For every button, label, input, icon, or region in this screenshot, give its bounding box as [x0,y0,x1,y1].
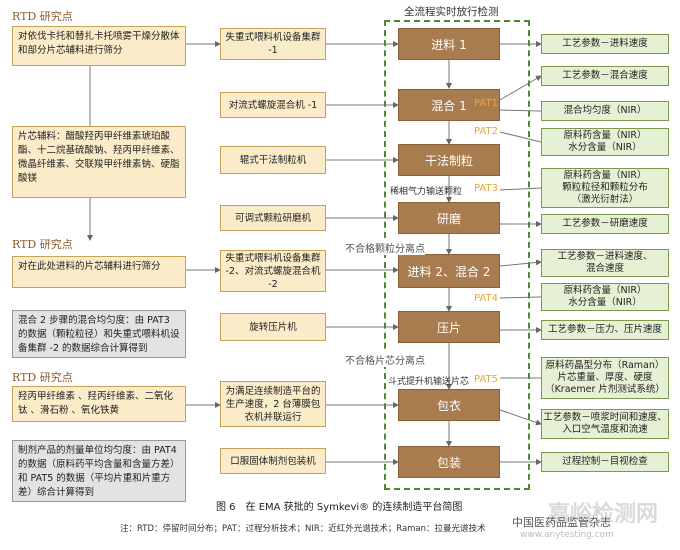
bucket-elevator-label: 斗式提升机输送片芯 [388,377,470,387]
convective-mixer-1: 对流式螺旋混合机 -1 [220,92,326,118]
process-control-visual: 过程控制－目视检查 [541,452,669,472]
step-packaging: 包装 [398,446,500,478]
rtd-label-2: RTD 研究点 [12,238,73,251]
param-feed-rate-1: 工艺参数－进料速度 [541,34,669,54]
roller-compactor: 辊式干法制粒机 [220,146,326,174]
dose-uniformity-note: 制剂产品的剂量单位均匀度：由 PAT4 的数据（原料药平均含量和含量方差）和 P… [12,440,186,502]
param-press-force-speed: 工艺参数－压力、压片速度 [541,320,669,340]
rtd-label-1: RTD 研究点 [12,10,73,23]
param-feed-mix-2: 工艺参数－进料速度、 混合速度 [541,249,669,277]
feeder-cluster-1: 失重式喂料机设备集群 -1 [220,28,326,60]
step-feed-blend-2: 进料 2、混合 2 [398,254,500,288]
watermark-main: 嘉峪检测网 [548,502,659,527]
feeder-cluster-2-mixer-2: 失重式喂料机设备集群 -2、对流式螺旋混合机 -2 [220,250,326,292]
frame-title: 全流程实时放行检测 [404,6,499,18]
pat2-content-moisture: 原料药含量（NIR） 水分含量（NIR） [541,128,669,156]
pat3-label: PAT3 [474,183,498,194]
pat3-content-particle-size: 原料药含量（NIR） 颗粒粒径和颗粒分布 （激光衍射法） [541,168,669,208]
step-dry-granulation: 干法制粒 [398,144,500,176]
rtd-label-3: RTD 研究点 [12,371,73,384]
pneumatic-transport-label: 稀相气力输送颗粒 [390,187,463,197]
step-blend-1: 混合 1 [398,89,500,121]
coating-materials-box: 羟丙甲纤维素 、羟丙纤维素、二氧化钛 、滑石粉 、氧化铁黄 [12,386,186,422]
realtime-release-frame [384,20,530,490]
packaging-machine: 口服固体制剂包装机 [220,448,326,474]
footnote: 注：RTD：停留时间分布；PAT：过程分析技术；NIR：近红外光谱技术；Rama… [120,524,486,534]
rotary-tablet-press: 旋转压片机 [220,313,326,341]
param-coating-spray-air: 工艺参数－喷浆时间和速度、入口空气温度和流速 [541,409,669,439]
film-coaters: 为满足连续制造平台的生产速度，2 台薄膜包衣机并联运行 [220,381,326,427]
tablet-reject-label: 不合格片芯分离点 [345,352,425,367]
granule-mill: 可调式颗粒研磨机 [220,205,326,231]
pat5-label: PAT5 [474,374,498,385]
sieving-box-2: 对在此处进料的片芯辅料进行筛分 [12,256,186,288]
step-compression: 压片 [398,311,500,343]
step-milling: 研磨 [398,202,500,234]
pat5-polymorph-tablet-test: 原料药晶型分布（Raman） 片芯重量、厚度、硬度 （Kraemer 片剂测试系… [541,357,669,399]
blend-uniformity-note: 混合 2 步骤的混合均匀度：由 PAT3 的数据（颗粒粒径）和失重式喂料机设备集… [12,310,186,358]
pat2-label: PAT2 [474,126,498,137]
figure-caption: 图 6 在 EMA 获批的 Symkevi® 的连续制造平台简图 [216,502,463,513]
core-excipients-box: 片芯辅料：醋酸羟丙甲纤维素琥珀酸酯、十二烷基硫酸钠、羟丙甲纤维素、微晶纤维素、交… [12,126,186,198]
watermark-url: www.anytesting.com [520,530,614,540]
sieving-box-1: 对依伐卡托和替扎卡托喷雾干燥分散体和部分片芯辅料进行筛分 [12,26,186,66]
pat1-blend-uniformity: 混合均匀度（NIR） [541,101,669,121]
watermark-brand: 中国医药品监管杂志 [512,516,611,529]
step-feed-1: 进料 1 [398,28,500,60]
pat4-content-moisture: 原料药含量（NIR） 水分含量（NIR） [541,283,669,311]
step-coating: 包衣 [398,389,500,421]
pat4-label: PAT4 [474,293,498,304]
granule-reject-label: 不合格颗粒分离点 [345,240,425,255]
pat1-label: PAT1 [474,98,498,109]
param-mix-speed-1: 工艺参数－混合速度 [541,66,669,86]
param-mill-speed: 工艺参数－研磨速度 [541,214,669,234]
